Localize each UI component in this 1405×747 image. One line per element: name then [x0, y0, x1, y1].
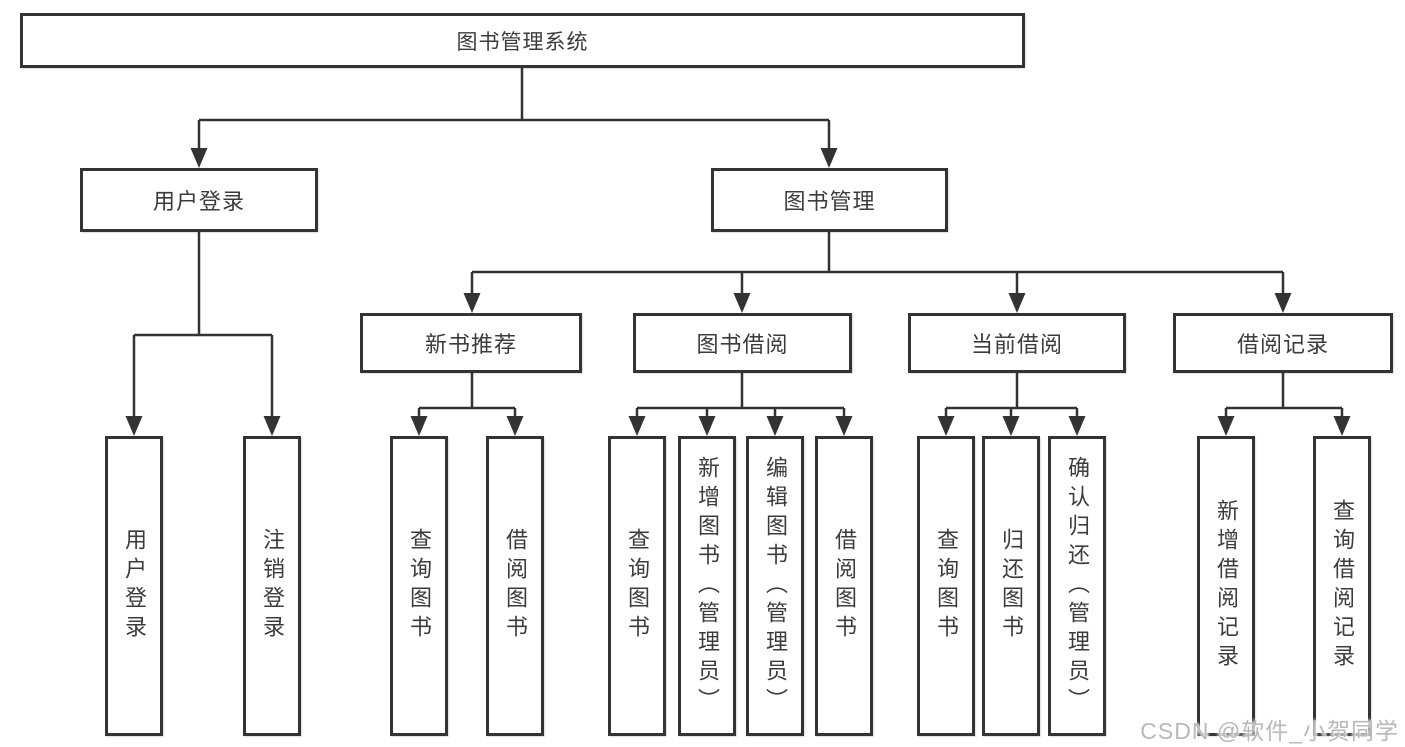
- node-label: 查询图书: [407, 528, 432, 644]
- node-label: 借阅图书: [832, 528, 857, 644]
- leaf-confirm-return-admin: 确认归还（管理员）: [1048, 436, 1106, 736]
- leaf-query-borrow-record: 查询借阅记录: [1313, 436, 1371, 736]
- leaf-query-books-borrowing: 查询图书: [608, 436, 666, 736]
- node-book-borrowing: 图书借阅: [633, 313, 852, 373]
- node-library-management-system: 图书管理系统: [20, 13, 1025, 68]
- leaf-query-books-current: 查询图书: [917, 436, 975, 736]
- arrowheads: [125, 148, 1351, 436]
- leaf-add-borrow-record: 新增借阅记录: [1197, 436, 1255, 736]
- node-label: 新增借阅记录: [1214, 499, 1239, 673]
- leaf-borrow-books-recommend: 借阅图书: [486, 436, 544, 736]
- node-label: 确认归还（管理员）: [1065, 455, 1090, 717]
- node-label: 新书推荐: [424, 332, 517, 357]
- node-label: 当前借阅: [970, 332, 1063, 357]
- node-label: 归还图书: [999, 528, 1024, 644]
- leaf-return-books: 归还图书: [982, 436, 1040, 736]
- csdn-watermark: CSDN @软件_小贺同学: [1140, 718, 1399, 744]
- node-label: 编辑图书（管理员）: [763, 455, 788, 717]
- node-label: 图书借阅: [696, 332, 789, 357]
- leaf-user-login: 用户登录: [105, 436, 163, 736]
- node-book-management: 图书管理: [711, 168, 948, 232]
- node-label: 借阅图书: [503, 528, 528, 644]
- node-label: 图书管理: [783, 189, 876, 214]
- leaf-edit-book-admin: 编辑图书（管理员）: [746, 436, 804, 736]
- node-label: 用户登录: [152, 189, 245, 214]
- node-label: 注销登录: [260, 528, 285, 644]
- node-current-borrowing: 当前借阅: [908, 313, 1126, 373]
- leaf-borrow-books-borrowing: 借阅图书: [815, 436, 873, 736]
- node-label: 查询借阅记录: [1330, 499, 1355, 673]
- leaf-add-book-admin: 新增图书（管理员）: [678, 436, 736, 736]
- node-label: 查询图书: [625, 528, 650, 644]
- leaf-logout: 注销登录: [243, 436, 301, 736]
- node-label: 新增图书（管理员）: [695, 455, 720, 717]
- node-label: 图书管理系统: [456, 30, 589, 54]
- node-label: 借阅记录: [1236, 332, 1329, 357]
- node-label: 查询图书: [934, 528, 959, 644]
- node-label: 用户登录: [122, 528, 147, 644]
- node-new-book-recommendation: 新书推荐: [360, 313, 582, 373]
- leaf-query-books-recommend: 查询图书: [390, 436, 448, 736]
- node-user-login: 用户登录: [80, 168, 318, 232]
- node-borrowing-records: 借阅记录: [1173, 313, 1393, 373]
